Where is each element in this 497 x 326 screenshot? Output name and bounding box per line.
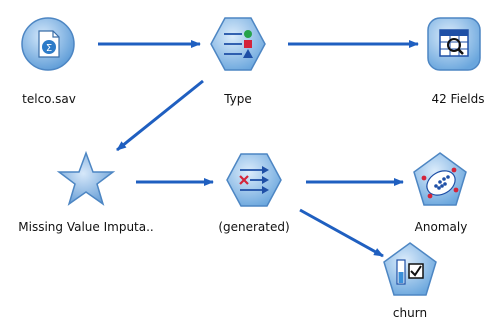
node-churn[interactable] (380, 240, 440, 300)
table-icon (427, 17, 481, 71)
link-generated-to-churn[interactable] (299, 208, 384, 258)
node-fields-label: 42 Fields (431, 92, 485, 106)
spss-file-icon: Σ (21, 17, 75, 71)
filter-icon (226, 153, 282, 207)
node-anomaly-label: Anomaly (414, 220, 468, 234)
node-telco-label: telco.sav (22, 92, 76, 106)
node-type-label: Type (224, 92, 252, 106)
node-missing-label: Missing Value Imputa.. (18, 220, 154, 234)
node-churn-label: churn (392, 306, 428, 320)
type-icon (210, 17, 266, 71)
link-type-to-missing[interactable] (116, 79, 204, 152)
node-generated-label: (generated) (218, 220, 290, 234)
node-telco[interactable]: Σ (18, 14, 78, 74)
node-fields[interactable] (424, 14, 484, 74)
svg-text:Σ: Σ (46, 43, 52, 54)
node-missing[interactable] (56, 150, 116, 210)
churn-model-icon (383, 242, 437, 296)
node-generated[interactable] (224, 150, 284, 210)
supernode-star-icon (56, 150, 116, 206)
node-type[interactable] (208, 14, 268, 74)
node-anomaly[interactable] (410, 150, 470, 210)
anomaly-scatter-icon (413, 152, 467, 206)
